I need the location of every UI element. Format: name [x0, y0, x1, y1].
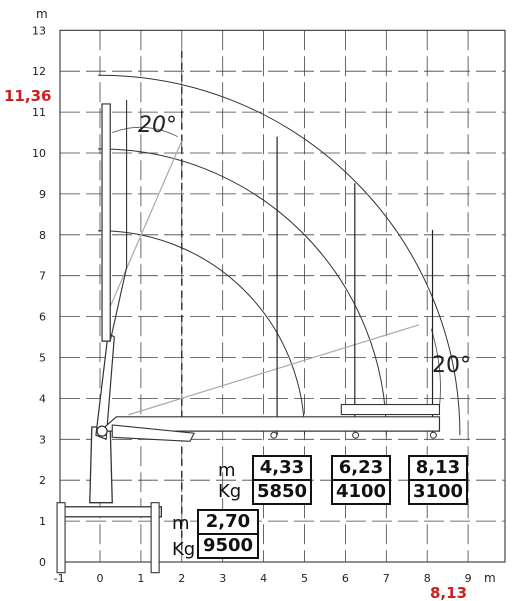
load-box-4-33: 4,33 5850	[252, 455, 312, 505]
plot-frame	[59, 29, 506, 563]
load-unit-m-1: m	[218, 460, 236, 481]
load-reach-value: 6,23	[338, 457, 384, 478]
main-pivot	[96, 425, 108, 437]
outrigger-left	[56, 502, 66, 574]
load-box-2-70: 2,70 9500	[197, 509, 259, 559]
y-tick-label: 2	[39, 474, 46, 487]
load-reach-value: 2,70	[205, 511, 251, 532]
load-reach-value: 8,13	[415, 457, 461, 478]
boom-extension-horizontal	[340, 403, 441, 416]
y-tick-label: 3	[39, 433, 46, 446]
reach-arc	[97, 74, 461, 436]
load-box-8-13: 8,13 3100	[408, 455, 468, 505]
x-tick-label: 2	[178, 572, 185, 585]
x-axis-unit: m	[484, 571, 496, 585]
load-unit-kg-2: Kg	[172, 539, 196, 560]
x-tick-label: 9	[465, 572, 472, 585]
load-unit-m-2: m	[172, 513, 190, 534]
boom-extension-vertical	[109, 99, 128, 342]
base-frame	[58, 506, 162, 518]
y-tick-label: 0	[39, 556, 46, 569]
load-reach-value: 4,33	[259, 457, 305, 478]
inner-boom	[95, 331, 115, 441]
load-weight-value: 4100	[333, 479, 389, 503]
max-reach-label: 8,13	[430, 584, 467, 601]
outer-boom-vertical	[101, 103, 111, 342]
y-tick-label: 6	[39, 311, 46, 324]
x-tick-label: 1	[137, 572, 144, 585]
load-weight-value: 3100	[410, 479, 466, 503]
reach-arc	[97, 148, 387, 436]
load-weight-value: 5850	[254, 479, 310, 503]
top-angle-label: 20°	[138, 113, 177, 138]
x-tick-label: 4	[260, 572, 267, 585]
crane-column	[89, 426, 113, 504]
y-tick-label: 1	[39, 515, 46, 528]
outrigger-right	[150, 502, 160, 574]
boom-tip-pulley	[352, 431, 360, 439]
x-tick-label: 3	[219, 572, 226, 585]
load-unit-kg-1: Kg	[218, 481, 242, 502]
angle-arc-top	[112, 126, 178, 138]
angle-arc-side	[430, 328, 441, 407]
lift-cylinder	[111, 424, 195, 442]
y-tick-label: 4	[39, 392, 46, 405]
outer-boom-horizontal	[98, 416, 441, 432]
y-tick-label: 7	[39, 270, 46, 283]
x-tick-label: 6	[342, 572, 349, 585]
y-tick-label: 5	[39, 352, 46, 365]
x-tick-label: -1	[54, 572, 65, 585]
y-tick-label: 11	[32, 106, 46, 119]
x-tick-label: 7	[383, 572, 390, 585]
x-tick-label: 0	[97, 572, 104, 585]
reach-arcs	[97, 74, 461, 436]
reach-arc	[97, 230, 305, 436]
y-axis-unit: m	[36, 7, 48, 21]
y-tick-label: 9	[39, 188, 46, 201]
load-box-6-23: 6,23 4100	[331, 455, 391, 505]
boom-tip-pulley	[270, 431, 278, 439]
side-angle-label: 20°	[432, 353, 471, 378]
y-tick-label: 8	[39, 229, 46, 242]
crane-drawing	[56, 99, 441, 574]
max-height-label: 11,36	[4, 87, 51, 105]
boom-tip-pulley	[429, 431, 437, 439]
angle-line-top	[103, 140, 183, 321]
x-tick-label: 8	[424, 572, 431, 585]
y-tick-label: 10	[32, 147, 46, 160]
angle-line-side	[128, 324, 420, 416]
x-tick-label: 5	[301, 572, 308, 585]
y-tick-label: 13	[32, 24, 46, 37]
y-tick-label: 12	[32, 65, 46, 78]
load-weight-value: 9500	[199, 533, 257, 557]
